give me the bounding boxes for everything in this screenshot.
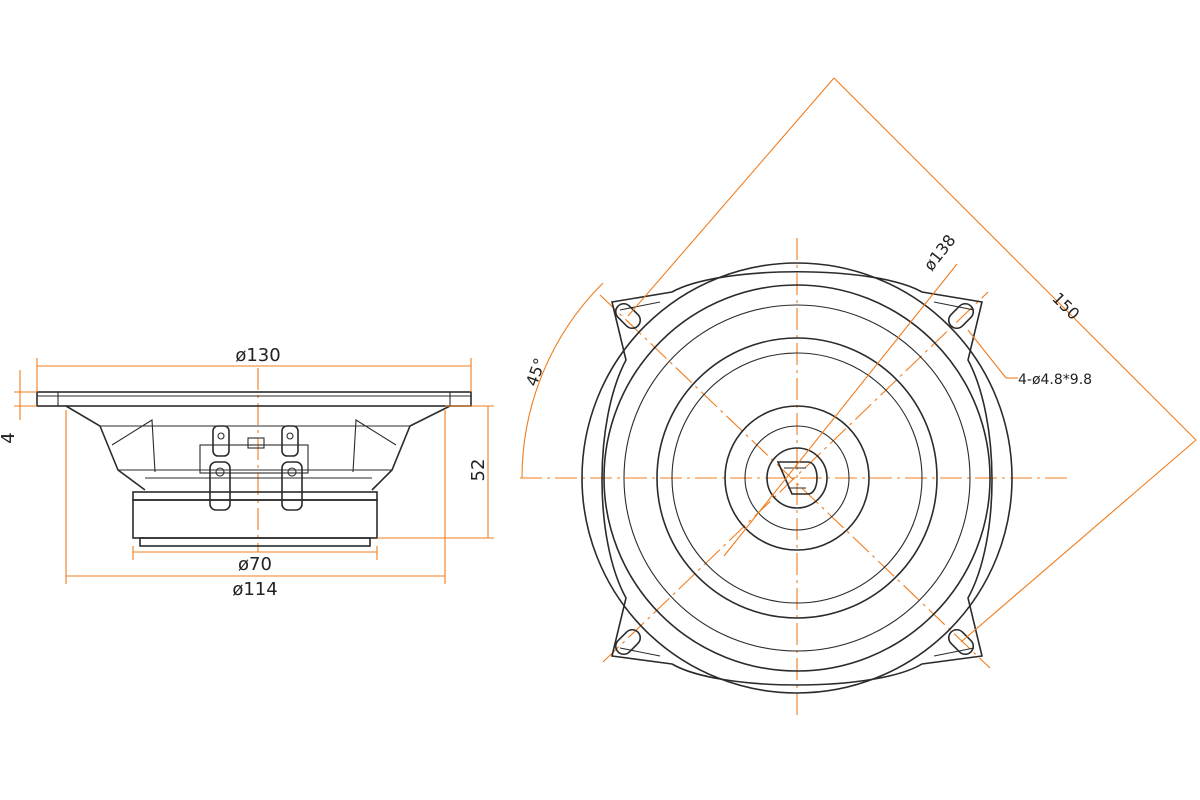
mounting-hole-top-left [614,302,642,330]
mounting-hole-bottom-left [614,628,642,656]
magnet-assembly [132,491,378,547]
speaker-basket [65,405,451,491]
dim-mounting-depth: 52 [377,405,494,539]
surround-outer [603,284,991,672]
mounting-plate-inner [619,301,975,657]
cone-inner [671,352,923,604]
mounting-plate [601,271,993,686]
label-magnet-diameter: ø70 [238,554,272,575]
label-angle: 45° [522,356,550,389]
label-hole-spacing: 150 [1048,289,1083,324]
dust-cap [766,447,828,509]
cone-outer [656,337,938,619]
label-overall-diameter: ø130 [235,345,280,366]
label-mounting-depth: 52 [468,459,489,482]
mounting-hole-top-right [947,302,975,330]
dim-overall-diameter: ø130 [36,345,472,392]
mounting-hole-bottom-right [947,628,975,656]
front-flange [36,391,472,407]
tweeter-dome [744,425,850,531]
label-flange-thickness: 4 [0,432,19,443]
dim-magnet-diameter: ø70 [132,546,378,575]
dim-mounting-holes: 4-ø4.8*9.8 [967,329,1092,388]
speaker-terminals [209,425,303,511]
tweeter-housing [724,405,870,551]
dim-bolt-circle: ø138 [723,231,960,557]
label-basket-diameter: ø114 [232,579,277,600]
label-mounting-holes: 4-ø4.8*9.8 [1018,372,1092,388]
mounting-holes [614,302,975,656]
side-view: ø130 ø70 ø114 4 52 [0,345,494,600]
front-view-diagonal-centerline-b [599,294,991,669]
outer-rim [581,262,1013,694]
front-view: 150 ø138 45° 4-ø4.8*9.8 [520,77,1197,718]
dim-basket-diameter: ø114 [65,410,446,600]
surround-inner [623,304,971,652]
dim-flange-thickness: 4 [0,370,37,444]
brand-logo [776,461,818,495]
dim-angle: 45° [520,282,604,479]
front-view-diagonal-centerline-a [602,291,989,663]
